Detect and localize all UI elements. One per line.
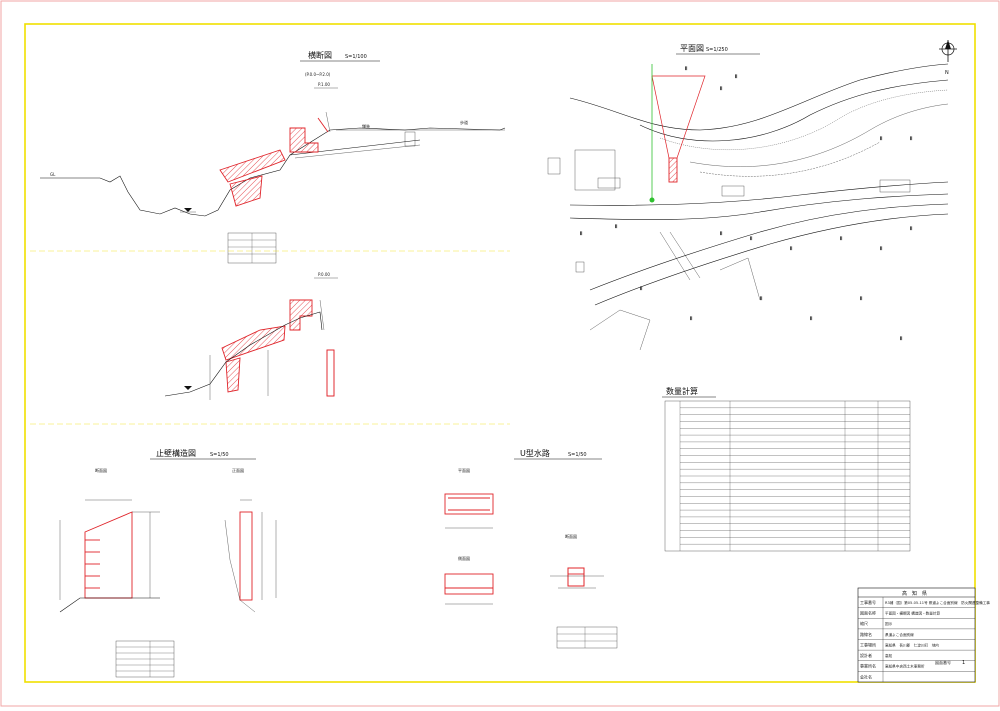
title-block-sheet-label: 図面番号	[935, 659, 951, 665]
u-channel-scale: S=1/50	[568, 452, 587, 458]
title-block-label: 図面名称	[860, 610, 876, 616]
plan-view: 平面図 S=1/250 N	[547, 40, 957, 351]
u-channel-title: U型水路	[520, 448, 550, 458]
svg-text:II: II	[880, 136, 882, 141]
svg-text:II: II	[580, 231, 582, 236]
svg-text:II: II	[900, 336, 902, 341]
u-channel-plan-label: 平面図	[458, 468, 470, 473]
cross-section-station-2: P.0.00	[318, 272, 330, 277]
quantity-calculation: 数量計算	[662, 386, 911, 552]
cross-section-station-range: (P.0.0~P.2.0)	[305, 72, 331, 77]
svg-text:II: II	[685, 66, 687, 71]
title-block-value: 高知県中央西土木事務所	[885, 664, 925, 669]
quantity-title: 数量計算	[666, 386, 698, 396]
u-channel-section-label: 断面図	[565, 533, 577, 539]
svg-text:舗装: 舗装	[362, 123, 370, 129]
cross-section-scale: S=1/100	[345, 54, 367, 60]
retaining-wall-quantity-table	[115, 640, 175, 678]
svg-text:II: II	[810, 316, 812, 321]
vegetation-symbols: II II II II II II II II II II II II II I…	[580, 66, 913, 341]
north-label: N	[945, 70, 949, 76]
title-block-label: 工事場所	[860, 641, 876, 647]
frame-border	[24, 23, 976, 683]
u-channel-quantity-table	[556, 626, 618, 649]
title-block-value: 平面図・横断図 構造図・数量計算	[885, 611, 940, 616]
title-block-owner: 高 知 県	[902, 590, 927, 597]
title-block-value: R3補（国）第05-05-11号 県道よこ合面別線 防火関連整備工事	[885, 600, 990, 605]
title-block-label: 縮尺	[860, 620, 868, 626]
svg-text:II: II	[790, 246, 792, 251]
title-block: 高 知 県 工事番号 R3補（国）第05-05-11号 県道よこ合面別線 防火関連…	[857, 587, 990, 683]
title-block-sheet-number: 1	[962, 660, 965, 666]
title-block-value: 県道よこ合面別線	[885, 632, 914, 637]
svg-text:II: II	[720, 86, 722, 91]
title-block-label: 事業所名	[860, 663, 876, 669]
svg-text:II: II	[640, 286, 642, 291]
cross-section-view: 横断図 S=1/100 (P.0.0~P.2.0) P.1.00 GL 舗装 歩…	[30, 50, 510, 425]
quantity-table	[664, 400, 911, 552]
u-channel-side-label: 側面図	[458, 555, 470, 561]
plan-title: 平面図	[680, 44, 704, 53]
retaining-wall-title: 止壁構造図	[156, 448, 196, 458]
u-channel-view: U型水路 S=1/50 平面図 側面図 断面図	[444, 448, 618, 649]
svg-text:II: II	[840, 236, 842, 241]
svg-text:II: II	[615, 224, 617, 229]
retaining-wall-front-label: 正面図	[232, 468, 244, 473]
svg-text:II: II	[690, 316, 692, 321]
svg-text:II: II	[910, 136, 912, 141]
title-block-value: 高知県 吾川郡 仁淀川町 地内	[885, 642, 939, 647]
svg-text:II: II	[735, 74, 737, 79]
cross-section-title: 横断図	[308, 50, 332, 60]
title-block-label: 会社名	[860, 673, 872, 679]
svg-text:歩道: 歩道	[460, 119, 468, 125]
title-block-label: 路線名	[860, 631, 872, 637]
retaining-wall-view: 止壁構造図 S=1/50 断面図 正面図	[59, 448, 277, 678]
svg-text:II: II	[750, 236, 752, 241]
svg-text:II: II	[910, 226, 912, 231]
svg-text:GL: GL	[50, 172, 56, 177]
title-block-label: 工事番号	[860, 599, 876, 605]
retaining-wall-section-label: 断面図	[95, 467, 107, 473]
svg-text:II: II	[860, 296, 862, 301]
svg-text:II: II	[760, 296, 762, 301]
plan-scale: S=1/250	[706, 47, 728, 53]
north-arrow-icon: N	[939, 40, 957, 76]
retaining-wall-scale: S=1/50	[210, 452, 229, 458]
title-block-value: 図示	[885, 622, 893, 626]
svg-text:II: II	[880, 246, 882, 251]
title-block-value: 高知	[885, 653, 893, 658]
title-block-label: 設計者	[860, 652, 872, 658]
cross-section-legend-table	[227, 232, 277, 264]
svg-text:II: II	[720, 231, 722, 236]
cross-section-station-1: P.1.00	[318, 82, 330, 87]
